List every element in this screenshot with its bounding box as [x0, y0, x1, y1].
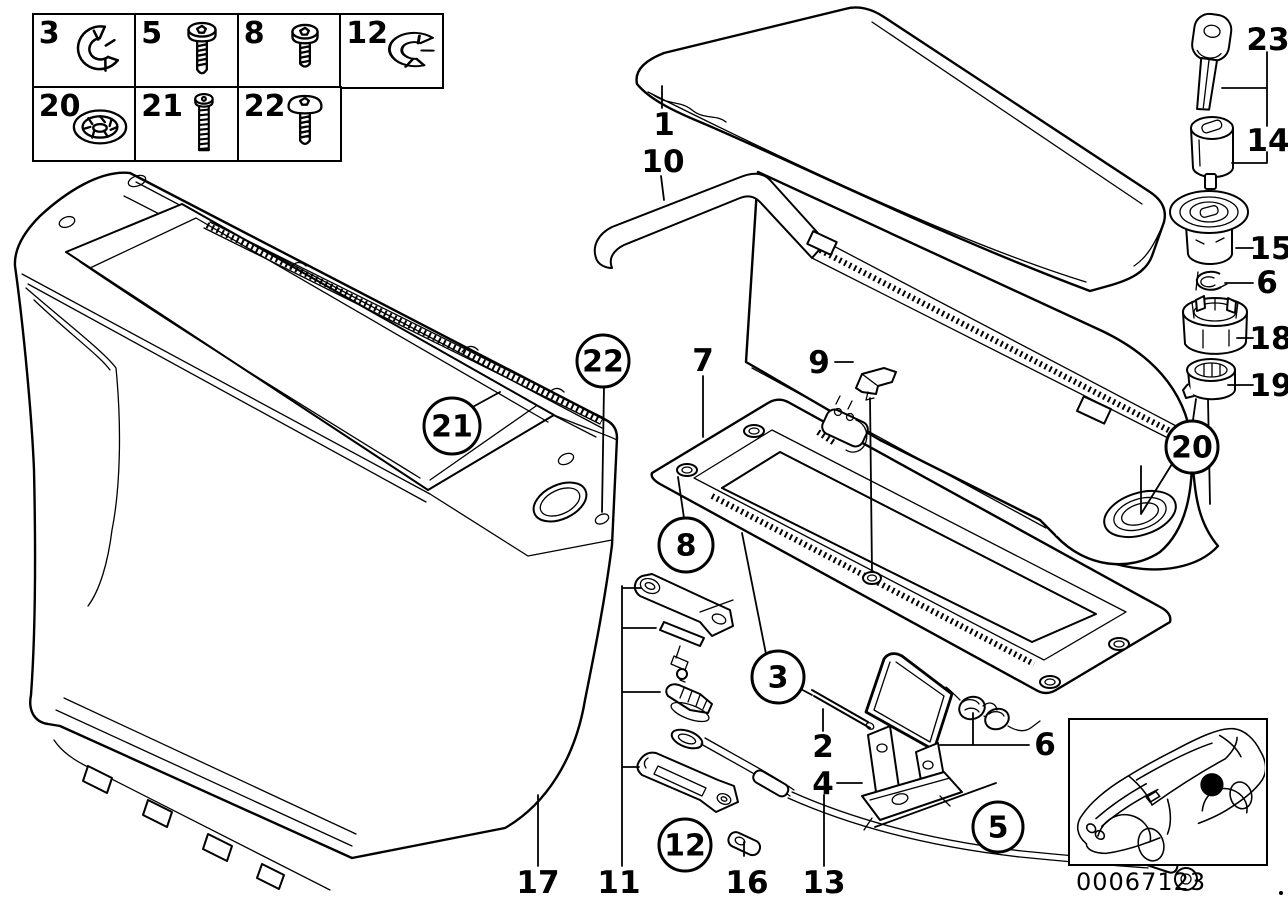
legend-number: 5	[141, 15, 163, 51]
spring-ring-part	[1195, 270, 1228, 291]
legend-cell-21: 21	[134, 86, 240, 163]
callout-7: 7	[692, 343, 714, 379]
callout-2: 2	[812, 729, 834, 765]
callout-13: 13	[802, 865, 845, 901]
callout-11: 11	[597, 865, 640, 901]
diagram-number: 00067123	[1076, 868, 1207, 896]
callout-6: 6	[1256, 265, 1278, 301]
period-dot	[1279, 891, 1283, 895]
callout-circle-22	[575, 333, 631, 389]
legend-number: 8	[243, 15, 265, 51]
legend-number: 22	[243, 89, 286, 125]
oval-head-screw-icon	[287, 95, 323, 146]
callout-17: 17	[516, 865, 559, 901]
car-silhouette	[1076, 727, 1267, 862]
lock-cylinder-part	[1190, 116, 1235, 190]
retaining-clip-part	[855, 367, 897, 401]
key-part	[1191, 12, 1233, 111]
legend-number: 3	[38, 15, 60, 51]
callout-12: 12	[664, 829, 706, 864]
callout-3: 3	[768, 661, 789, 696]
legend-cell-5: 5	[134, 12, 240, 89]
legend-number: 12	[346, 15, 388, 51]
car-location-inset	[1068, 718, 1268, 866]
legend-cell-12: 12	[339, 12, 445, 89]
callout-19: 19	[1249, 368, 1288, 404]
callout-23: 23	[1246, 22, 1288, 58]
callout-5: 5	[988, 811, 1009, 846]
callout-18: 18	[1249, 321, 1288, 357]
push-washer-icon	[72, 109, 128, 145]
callout-15: 15	[1249, 231, 1288, 267]
callout-circle-3	[750, 649, 806, 705]
lid-part	[635, 6, 1166, 293]
lock-mechanism-group	[811, 652, 1041, 831]
fastener-legend: 3 5	[31, 12, 445, 163]
e-clip-icon	[76, 24, 119, 72]
latch-actuator-part	[816, 395, 869, 453]
location-dot	[1200, 773, 1224, 797]
callout-circle-12	[657, 817, 713, 873]
pan-head-screw-icon	[187, 21, 217, 75]
long-screw-icon	[194, 93, 214, 152]
callout-14: 14	[1246, 123, 1288, 159]
callout-circle-21	[422, 396, 482, 456]
base-panel-part	[593, 170, 1220, 571]
cylinder-insert-part	[1182, 358, 1236, 401]
tray-frame-part	[650, 395, 1172, 695]
console-body-part	[13, 171, 619, 891]
callout-circle-8	[657, 516, 715, 574]
latch-parts-group	[634, 573, 762, 857]
callout-22: 22	[582, 345, 624, 380]
short-screw-icon	[291, 23, 319, 68]
callout-1: 1	[653, 107, 675, 143]
legend-cell-3: 3	[31, 12, 137, 89]
legend-cell-20: 20	[31, 86, 137, 163]
large-e-clip-icon	[388, 31, 436, 68]
lock-cylinder-group	[1169, 12, 1249, 401]
callout-10: 10	[641, 144, 684, 180]
lock-bezel-part	[1169, 190, 1249, 266]
leader-lines	[468, 51, 1268, 867]
callout-6: 6	[1034, 727, 1056, 763]
callout-circle-20	[1164, 419, 1220, 475]
legend-cell-22: 22	[236, 86, 342, 163]
callout-8: 8	[676, 529, 697, 564]
legend-row: 3 5	[31, 12, 445, 89]
legend-number: 21	[141, 89, 183, 125]
housing-cup-part	[1182, 295, 1248, 355]
callout-16: 16	[725, 865, 768, 901]
callout-20: 20	[1171, 431, 1213, 466]
callout-9: 9	[808, 345, 830, 381]
callout-4: 4	[812, 766, 834, 802]
legend-row: 20 21	[31, 86, 443, 163]
callout-circle-5	[971, 800, 1025, 854]
callout-21: 21	[431, 410, 473, 445]
legend-number: 20	[38, 89, 81, 125]
legend-cell-8: 8	[236, 12, 342, 89]
